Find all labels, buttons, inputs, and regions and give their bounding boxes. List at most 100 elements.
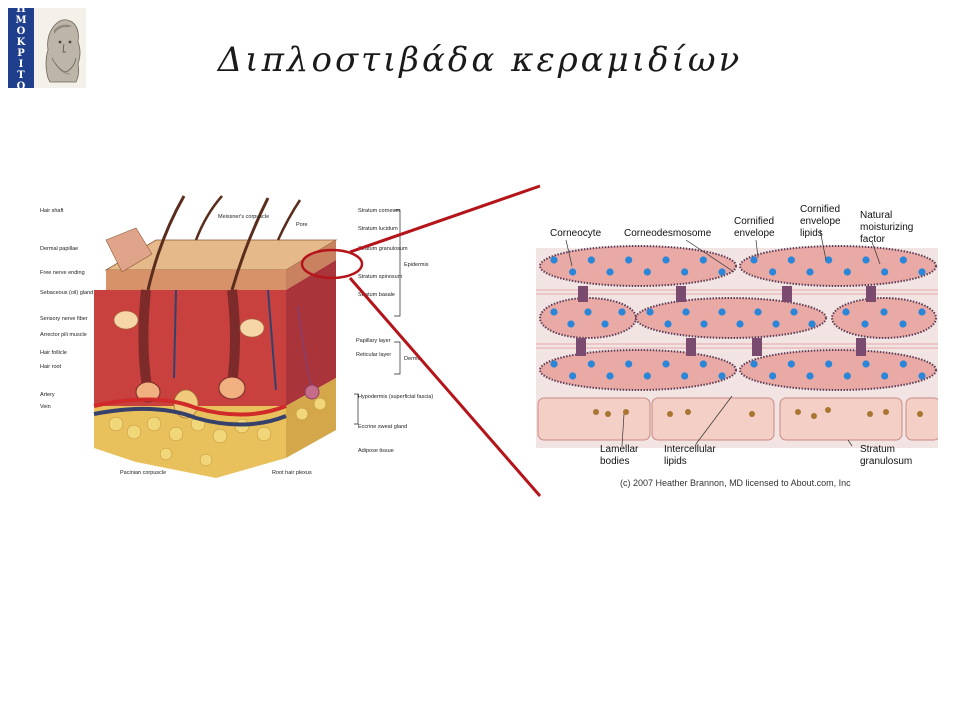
nmf-dot <box>606 372 614 380</box>
nmf-dot <box>567 320 575 328</box>
corneocyte-cell <box>539 245 737 287</box>
logo-letter: Ο <box>16 26 26 37</box>
nmf-dot <box>584 308 592 316</box>
nmf-dot <box>769 268 777 276</box>
logo-letter: Ρ <box>17 48 25 59</box>
nmf-dot <box>682 308 690 316</box>
skin-block <box>93 195 364 478</box>
nmf-dot <box>880 308 888 316</box>
skin-label-left: Hair shaft <box>40 208 64 214</box>
label-stratum-granulosum: Stratum <box>860 444 895 455</box>
nmf-dot <box>587 360 595 368</box>
nmf-dot <box>825 256 833 264</box>
nmf-dot <box>643 372 651 380</box>
nmf-dot <box>718 308 726 316</box>
stratum-granulosum-cells <box>537 397 938 441</box>
nmf-dot <box>699 360 707 368</box>
logo-letter: Δ <box>17 0 25 4</box>
skin-label-left: Arrector pili muscle <box>40 332 87 338</box>
nmf-dot <box>918 268 926 276</box>
label-lamellar-bodies: Lamellar <box>600 444 639 455</box>
nmf-dot <box>787 256 795 264</box>
nmf-dot <box>861 320 869 328</box>
cell-labels: Corneocyte Corneodesmosome Cornified envelo… <box>550 204 913 467</box>
nmf-dot <box>587 256 595 264</box>
nmf-dot <box>625 360 633 368</box>
skin-label-right: Reticular layer <box>356 352 391 358</box>
corneocyte-cell <box>831 297 937 339</box>
label-natural-moisturizing-factor: factor <box>860 234 886 245</box>
nmf-dot <box>790 308 798 316</box>
skin-label-right: Stratum corneum <box>358 208 401 214</box>
label-root-hair-plexus: Root hair plexus <box>272 470 312 476</box>
label-lamellar-bodies: bodies <box>600 456 629 467</box>
nmf-dot <box>899 360 907 368</box>
nmf-dot <box>750 256 758 264</box>
skin-label-right: Stratum basale <box>358 292 395 298</box>
nmf-dot <box>899 256 907 264</box>
nmf-dot <box>569 372 577 380</box>
nmf-dot <box>808 320 816 328</box>
nmf-dot <box>699 256 707 264</box>
nmf-dot <box>643 268 651 276</box>
nmf-dot <box>618 308 626 316</box>
nmf-dot <box>899 320 907 328</box>
label-pore: Pore <box>296 222 308 228</box>
skin-label-right: Hypodermis (superficial fascia) <box>358 394 433 400</box>
nmf-dot <box>662 256 670 264</box>
nmf-dot <box>569 268 577 276</box>
skin-label-right: Papillary layer <box>356 338 391 344</box>
nmf-dot <box>750 360 758 368</box>
nmf-dot <box>601 320 609 328</box>
corneodesmosomes <box>576 286 876 356</box>
skin-label-right: Stratum spinosum <box>358 274 403 280</box>
nmf-dot <box>842 308 850 316</box>
skin-label-right: Stratum granulosum <box>358 246 408 252</box>
skin-label-left: Free nerve ending <box>40 270 85 276</box>
nmf-dot <box>550 308 558 316</box>
logo-letters-band: ΔΗΜΟΚΡΙΤΟΣ <box>8 0 34 103</box>
skin-label-left: Artery <box>40 392 55 398</box>
nmf-dot <box>862 256 870 264</box>
label-corneocyte: Corneocyte <box>550 228 602 239</box>
skin-label-right: Adipose tissue <box>358 448 394 454</box>
slide-title: Διπλοστιβάδα κεραμιδίων <box>217 40 743 80</box>
skin-label-left: Dermal papillae <box>40 246 78 252</box>
nmf-dot <box>550 360 558 368</box>
label-cornified-envelope: Cornified <box>734 216 774 227</box>
bracket-epidermis: Epidermis <box>404 262 429 268</box>
label-cornified-envelope-lipids: envelope <box>800 216 841 227</box>
skin-label-left: Hair follicle <box>40 350 67 356</box>
corneocyte-cell <box>539 349 737 391</box>
logo-letter: Η <box>16 4 26 15</box>
corneocyte-bilayer-diagram: Corneocyte Corneodesmosome Cornified envelo… <box>536 204 938 467</box>
corneocyte-cell <box>539 297 637 339</box>
nmf-dot <box>736 320 744 328</box>
bracket-dermis: Dermis <box>404 356 422 362</box>
nmf-dot <box>918 372 926 380</box>
nmf-dot <box>625 256 633 264</box>
nmf-dot <box>769 372 777 380</box>
nmf-dot <box>843 268 851 276</box>
label-natural-moisturizing-factor: Natural <box>860 210 892 221</box>
skin-label-left: Sebaceous (oil) gland <box>40 290 93 296</box>
nmf-dot <box>700 320 708 328</box>
nmf-dot <box>664 320 672 328</box>
corneocyte-cell <box>635 297 827 339</box>
nmf-dot <box>718 372 726 380</box>
label-intercellular-lipids: lipids <box>664 456 687 467</box>
label-intercellular-lipids: Intercellular <box>664 444 716 455</box>
skin-label-left: Pacinian corpuscle <box>120 470 166 476</box>
logo-letter: Ο <box>16 81 26 92</box>
nmf-dot <box>681 268 689 276</box>
nmf-dot <box>787 360 795 368</box>
nmf-dot <box>843 372 851 380</box>
label-meissners-corpuscle: Meissner's corpuscle <box>218 214 269 220</box>
logo-letter: Σ <box>17 92 25 103</box>
skin-label-left: Hair root <box>40 364 62 370</box>
label-cornified-envelope-lipids: lipids <box>800 228 823 239</box>
label-corneodesmosome: Corneodesmosome <box>624 228 712 239</box>
